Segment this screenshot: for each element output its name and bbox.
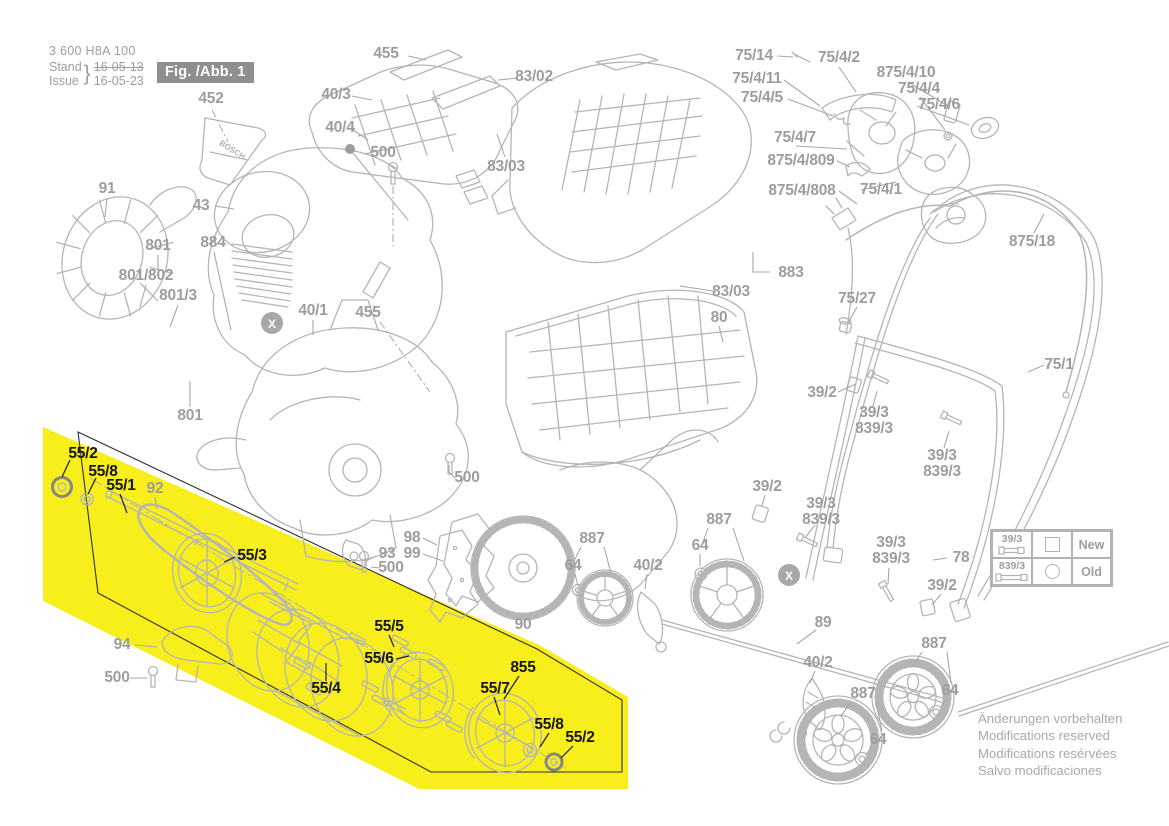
- short-bolt-icon: [998, 546, 1025, 555]
- bosch-logo-text: BOSCH: [218, 138, 247, 161]
- basket-lid-part: [491, 53, 752, 264]
- svg-text:X: X: [268, 317, 276, 331]
- legend-new-label: New: [1078, 537, 1105, 552]
- new-symbol-square: [1044, 537, 1060, 552]
- old-symbol-circle: [1044, 564, 1060, 579]
- axle-rod-part: [661, 619, 951, 705]
- stand-label: Stand: [49, 60, 82, 74]
- fan-wheel-part: [470, 429, 719, 621]
- drawing-header: 3 600 H8A 100 Stand Issue } 16-05-13 16-…: [49, 44, 144, 89]
- motor-housing-part: [207, 147, 443, 376]
- wheel-mid-part: [571, 569, 667, 653]
- legend-old-label: Old: [1081, 564, 1102, 579]
- power-cable-part: [825, 190, 1088, 399]
- svg-text:X: X: [785, 569, 793, 583]
- x-marker: X: [778, 564, 800, 586]
- cable-clip-part: [838, 317, 853, 334]
- leader-lines-highlight: [61, 459, 574, 759]
- notice-line-de: Änderungen vorbehalten: [978, 711, 1123, 726]
- type-number: 3 600 H8A 100: [49, 44, 136, 58]
- x-marker: X: [261, 312, 283, 334]
- brace-glyph: }: [83, 62, 91, 86]
- switch-grip-part: [897, 129, 987, 244]
- legend-old-ref: 839/3: [998, 560, 1026, 573]
- notice-line-fr: Modifications resérvées: [978, 745, 1117, 761]
- screw-parts: [147, 161, 456, 688]
- stand-date-superseded: 16-05-13: [93, 60, 144, 74]
- roller-holder-part: [161, 625, 233, 683]
- highlight-region: [43, 427, 628, 789]
- notice-line-en: Modifications reserved: [978, 728, 1110, 744]
- notice-line-es: Salvo modificaciones: [978, 763, 1102, 779]
- issue-label: Issue: [49, 74, 79, 89]
- handlebar-part: [805, 184, 1169, 717]
- rear-wheels-part: [769, 655, 955, 785]
- switch-small-parts: [791, 51, 1000, 177]
- wheel-right-part: [690, 558, 764, 632]
- leader-lines-dashed: [211, 109, 431, 393]
- top-lid-part: [308, 49, 519, 185]
- new-old-legend: 39/3 New 839/3 Old: [990, 529, 1113, 587]
- long-bolt-icon: [995, 573, 1028, 582]
- leader-lines: [104, 55, 1045, 756]
- issue-date: 16-05-23: [93, 74, 144, 89]
- modifications-notice: Änderungen vorbehalten Modifications res…: [978, 710, 1122, 780]
- grass-basket-part: [505, 289, 758, 468]
- guard-disc-part: [56, 186, 197, 320]
- scarifier-roller-assembly: [51, 476, 564, 774]
- highlight-border: [77, 431, 623, 773]
- figure-badge: Fig. /Abb. 1: [157, 62, 254, 83]
- deck-housing-part: [196, 299, 469, 563]
- legend-new-ref: 39/3: [1001, 533, 1023, 546]
